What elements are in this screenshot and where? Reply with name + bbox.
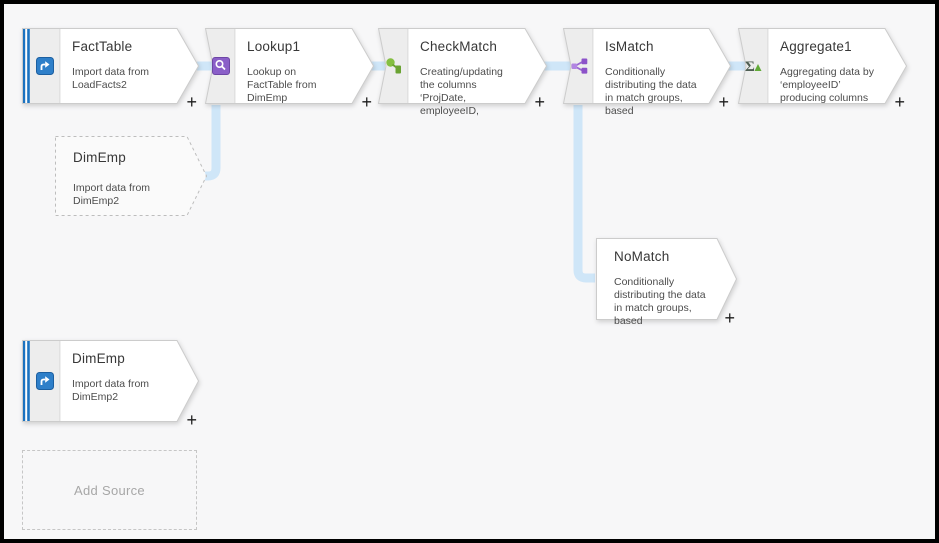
node-shape — [562, 28, 732, 104]
node-title: FactTable — [72, 39, 133, 54]
node-title: NoMatch — [614, 249, 670, 264]
add-source-label: Add Source — [74, 482, 145, 498]
add-next-button[interactable]: + — [534, 92, 545, 112]
add-next-button[interactable]: + — [186, 92, 197, 112]
node-title: DimEmp — [73, 150, 126, 165]
svg-text:Σ: Σ — [745, 59, 755, 75]
node-description: Aggregating data by ‘employeeID’ produci… — [780, 66, 874, 105]
add-next-button[interactable]: + — [186, 410, 197, 430]
node-shape — [596, 238, 738, 320]
node-title: Lookup1 — [247, 39, 301, 54]
node-description: Conditionally distributing the data in m… — [605, 66, 697, 118]
connector-ismatch-to-nomatch — [573, 105, 595, 283]
node-shape — [377, 28, 548, 104]
source-arrow-icon — [36, 57, 54, 75]
node-strip — [563, 28, 594, 104]
node-title: IsMatch — [605, 39, 654, 54]
add-next-button[interactable]: + — [718, 92, 729, 112]
add-next-button[interactable]: + — [724, 308, 735, 328]
connector-dimemp-ref-to-lookup1 — [205, 105, 221, 181]
node-shape — [737, 28, 908, 104]
node-strip — [22, 340, 61, 422]
node-title: CheckMatch — [420, 39, 498, 54]
node-description: Lookup on FactTable from DimEmp — [247, 66, 317, 105]
node-shape — [55, 136, 208, 216]
node-description: Import data from DimEmp2 — [73, 182, 151, 208]
add-next-button[interactable]: + — [894, 92, 905, 112]
lookup-magnifier-icon — [212, 57, 230, 75]
node-description: Import data from DimEmp2 — [72, 378, 150, 404]
aggregate-sigma-icon: Σ — [745, 59, 762, 75]
add-source-button[interactable]: Add Source — [22, 450, 197, 530]
node-description: Import data from LoadFacts2 — [72, 66, 150, 92]
add-next-button[interactable]: + — [361, 92, 372, 112]
node-title: DimEmp — [72, 351, 125, 366]
node-description: Creating/updating the columns ‘ProjDate,… — [420, 66, 503, 118]
node-description: Conditionally distributing the data in m… — [614, 276, 706, 328]
node-title: Aggregate1 — [780, 39, 852, 54]
source-arrow-icon — [36, 372, 54, 390]
conditional-split-icon — [571, 58, 588, 74]
derived-column-icon — [386, 58, 401, 74]
node-shape — [22, 340, 200, 422]
